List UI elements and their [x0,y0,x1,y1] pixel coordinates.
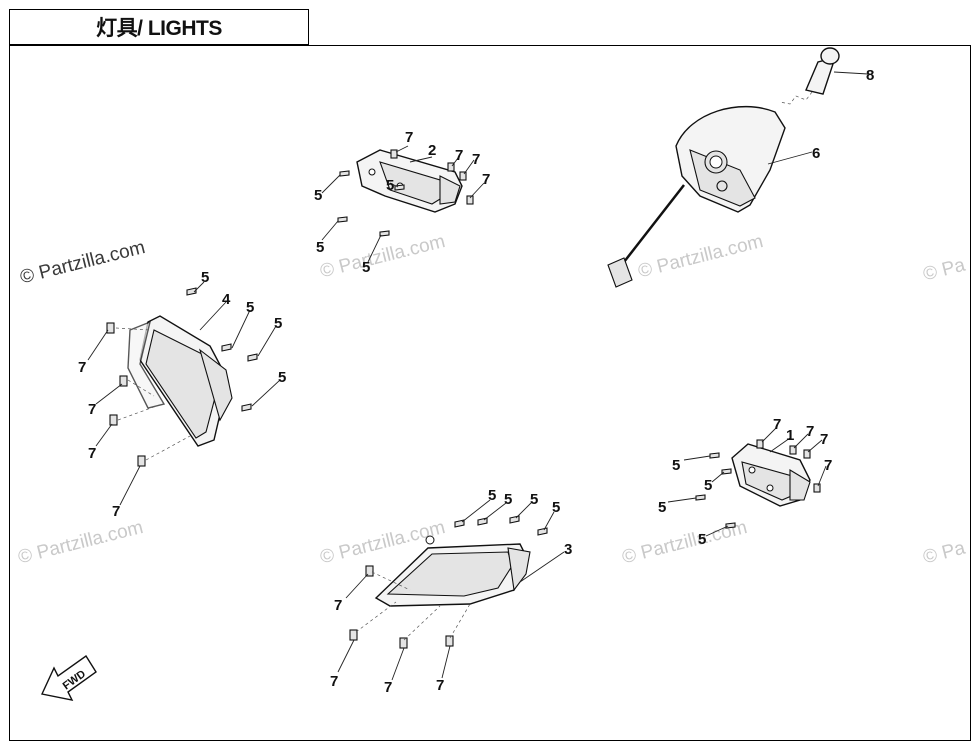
part-2-lamp[interactable] [356,149,463,213]
callout-5: 5 [386,177,394,194]
fwd-arrow-icon: FWD [40,654,97,701]
callout-8: 8 [866,67,874,84]
part-4-headlamp[interactable] [127,315,233,447]
callout-7: 7 [88,445,96,462]
leader-lines-part-2 [321,145,485,263]
callout-2: 2 [428,142,436,159]
callout-7: 7 [806,423,814,440]
leader-lines-part-1 [667,427,827,537]
fasteners-part-2 [337,149,474,237]
callout-5: 5 [246,299,254,316]
callout-5: 5 [504,491,512,508]
callout-5: 5 [552,499,560,516]
callout-7: 7 [78,359,86,376]
callout-5: 5 [530,491,538,508]
callout-7: 7 [455,147,463,164]
part-1-lamp[interactable] [731,443,811,507]
callout-5: 5 [278,369,286,386]
callout-1: 1 [786,427,794,444]
diagram-frame [9,45,971,741]
callout-5: 5 [201,269,209,286]
assembly-dash [779,91,813,105]
fasteners-part-1 [695,439,821,529]
callout-7: 7 [820,431,828,448]
callout-5: 5 [698,531,706,548]
callout-6: 6 [812,145,820,162]
leader-lines-part-3 [337,499,565,681]
callout-5: 5 [672,457,680,474]
title-box: 灯具/ LIGHTS [9,9,309,45]
callout-3: 3 [564,541,572,558]
diagram-title: 灯具/ LIGHTS [96,17,222,40]
callout-7: 7 [405,129,413,146]
callout-4: 4 [222,291,231,308]
callout-5: 5 [274,315,282,332]
fasteners-part-4 [106,287,258,467]
callout-5: 5 [488,487,496,504]
callout-5: 5 [316,239,324,256]
callout-7: 7 [482,171,490,188]
callout-7: 7 [112,503,120,520]
part-8-bulb[interactable] [805,47,840,95]
callout-5: 5 [314,187,322,204]
callout-7: 7 [436,677,444,694]
callout-5: 5 [362,259,370,276]
callout-7: 7 [334,597,342,614]
callout-7: 7 [88,401,96,418]
leader-lines-part-4 [87,281,281,506]
leader-8 [833,71,869,75]
callout-7: 7 [384,679,392,696]
leader-6 [767,151,813,165]
callout-5: 5 [704,477,712,494]
part-3-headlamp[interactable] [374,535,531,607]
callout-7: 7 [773,416,781,433]
callout-7: 7 [472,151,480,168]
part-6-tail-light[interactable] [607,105,786,288]
callout-5: 5 [658,499,666,516]
callout-7: 7 [330,673,338,690]
callout-7: 7 [824,457,832,474]
